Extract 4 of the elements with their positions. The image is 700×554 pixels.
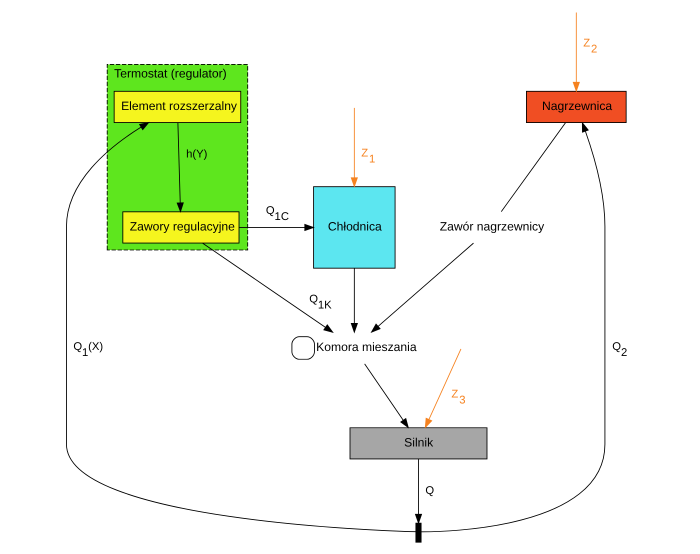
node-label: Komora mieszania (316, 340, 417, 354)
edge-label: Q (425, 484, 434, 497)
edge-label: h(Y) (186, 148, 208, 161)
node-text: Zawór nagrzewnicy (440, 220, 544, 234)
